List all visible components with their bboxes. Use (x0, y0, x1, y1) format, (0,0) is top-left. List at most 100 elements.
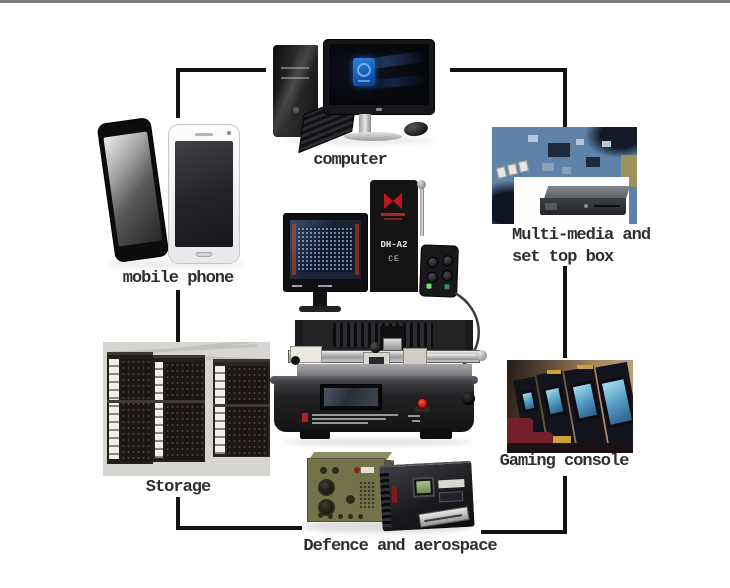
machine-model-text: DH-A2 (380, 240, 408, 250)
military-radio-box (307, 458, 385, 522)
avionics-screen (412, 476, 436, 498)
phone-speaker (195, 133, 213, 136)
machine-logo-subtext-mark (384, 218, 402, 220)
slider-knob (370, 342, 381, 353)
military-top-knob (320, 467, 327, 474)
base-text-line2 (312, 418, 386, 420)
military-red-indicator (354, 467, 360, 473)
pcb-chip (548, 143, 570, 157)
pcb-chip2 (586, 157, 600, 167)
pcb-component4 (602, 141, 611, 147)
connector-storage-defence-vertical (176, 497, 180, 530)
military-mid-knob (346, 495, 355, 504)
black-phone (96, 116, 170, 264)
avionics-side-ribs (379, 472, 392, 528)
multimedia-label-line2: set top box (512, 248, 614, 267)
rack3-cable-strip (215, 366, 225, 454)
pcb-dark-corner2 (585, 127, 637, 158)
white-phone-screen (175, 141, 233, 247)
monitor-stand (359, 114, 371, 134)
black-phone-screen (103, 131, 163, 247)
touchscreen-glass (324, 388, 378, 406)
base-text-line (312, 414, 398, 416)
white-phone (168, 124, 240, 264)
settop-box-front (540, 198, 626, 215)
avionics-screen-glass (416, 480, 431, 494)
pcb-component (528, 135, 538, 142)
settop-box-slot (594, 205, 620, 207)
rework-station-photo: DH-A2 CE (262, 180, 490, 450)
rack-cable-strip (109, 359, 119, 459)
pcb-component2 (576, 139, 584, 145)
storage-label: Storage (145, 478, 211, 497)
computer-photo (266, 34, 454, 154)
defence-label: Defence and aerospace (303, 537, 497, 556)
rail-right-bracket (403, 348, 427, 365)
tray-slot (424, 514, 463, 523)
military-top-knob2 (332, 467, 339, 474)
mobile-phone-photo (96, 112, 266, 270)
machine-ce-mark: CE (388, 255, 400, 264)
rack-door (121, 359, 151, 461)
machine-foot-left (300, 430, 330, 439)
avionics-module (438, 491, 464, 503)
phone-shadow (104, 260, 244, 268)
arcade-room (507, 360, 633, 453)
machine-vertical-rod (420, 186, 424, 236)
server-rack3 (213, 359, 270, 457)
panel-light (553, 436, 571, 444)
computer-tower (273, 45, 318, 137)
control-knob4 (441, 270, 454, 282)
screen-brand-logo (353, 58, 375, 86)
pcb-white-connector3 (517, 160, 530, 173)
control-knob (427, 256, 439, 268)
base-text-line4 (408, 415, 420, 417)
military-bottom-knob (318, 513, 323, 518)
top-border-line (0, 0, 730, 3)
machine-foot-right (420, 428, 452, 439)
logo-swirl (357, 63, 371, 82)
machine-touchscreen (320, 384, 382, 410)
rack3-door (227, 366, 268, 456)
connector-multimedia-gaming-vertical (563, 266, 567, 358)
connector-mobile-computer-vertical (176, 68, 180, 118)
military-dial2 (318, 499, 335, 516)
monitor-base (344, 132, 402, 141)
computer-monitor (323, 39, 435, 115)
military-bottom-knob2 (328, 514, 333, 519)
arcade-floor (507, 443, 633, 453)
storage-photo (103, 342, 270, 476)
machine-frame-post-left (295, 320, 303, 352)
military-dial (318, 479, 335, 496)
rack-frame-bar2 (213, 404, 270, 407)
military-bottom-knob3 (338, 514, 343, 519)
machine-red-logo-icon (384, 193, 402, 209)
computer-screen (329, 44, 429, 105)
monitor-sheen (290, 220, 361, 279)
computer-mouse (403, 120, 429, 138)
multimedia-label: Multi-media and set top box (512, 225, 652, 269)
defence-photo (293, 446, 483, 537)
side-knob-stem (456, 396, 464, 401)
machine-rod-knob (417, 180, 426, 189)
connector-mobile-computer-horizontal (176, 68, 266, 72)
machine-shadow (282, 438, 472, 446)
side-adjust-knob (462, 392, 475, 405)
base-text-line5 (412, 420, 420, 422)
rack-frame-bar (107, 400, 205, 403)
emergency-stop-button (417, 398, 428, 409)
avionics-red-strip (391, 486, 398, 503)
control-knob3 (426, 271, 438, 283)
multimedia-label-line1: Multi-media and (512, 226, 651, 245)
estop-base (415, 407, 430, 412)
machine-monitor-stand (313, 292, 327, 307)
rail-right-rod (427, 354, 480, 360)
machine-monitor-base (299, 306, 341, 312)
machine-mid-body (295, 320, 473, 352)
mobile-phone-label: mobile phone (122, 269, 234, 288)
military-bottom-knob4 (348, 514, 353, 519)
base-red-logo-mark (302, 413, 308, 422)
phone-home-button (196, 252, 212, 257)
settop-box-inset (514, 177, 631, 224)
multimedia-photo (492, 127, 637, 224)
